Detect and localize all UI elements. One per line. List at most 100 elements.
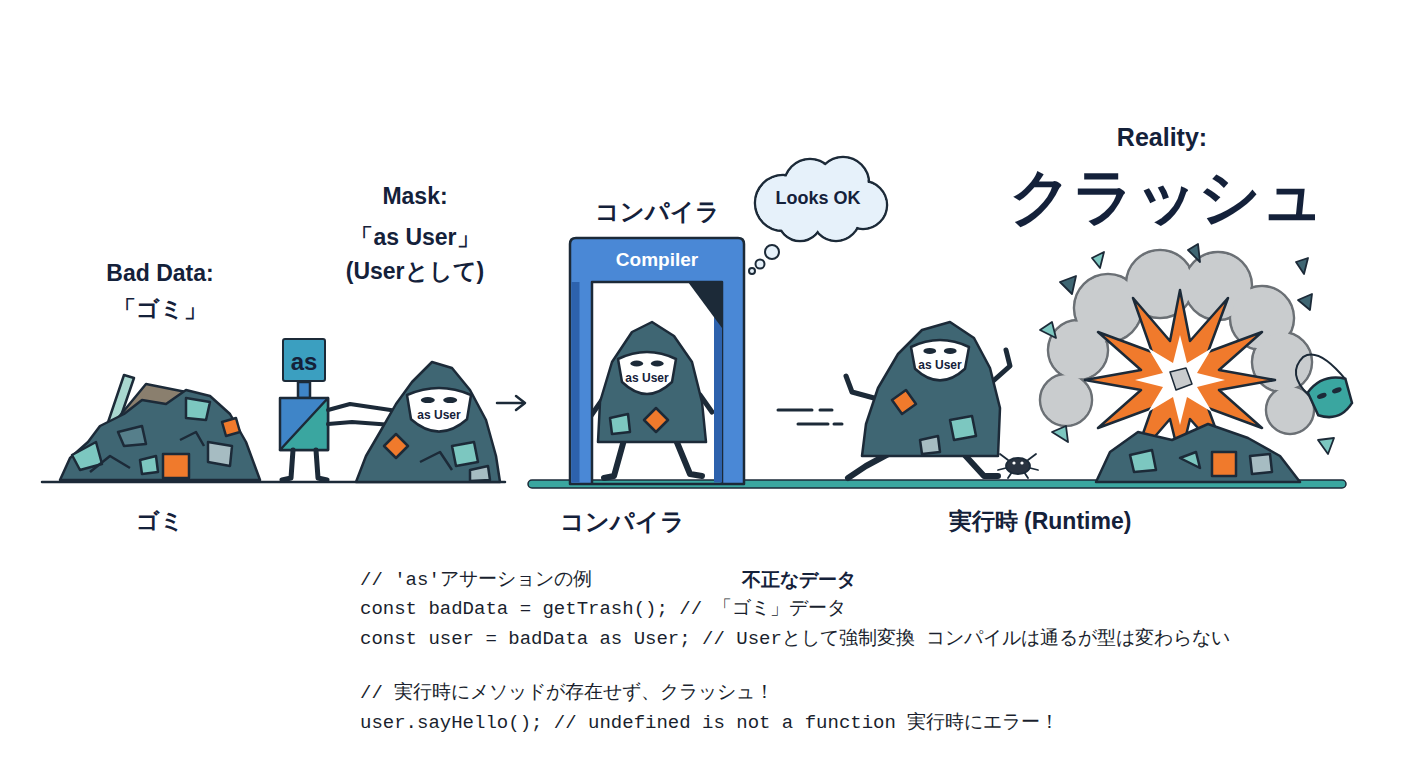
motion-lines	[798, 423, 828, 426]
flying-shards	[1298, 294, 1312, 310]
mask-label: as User	[417, 409, 460, 423]
mask-shape	[407, 388, 471, 432]
walking-heap	[644, 408, 668, 432]
bug-icon	[998, 454, 1038, 478]
flying-shards	[1318, 438, 1334, 454]
mask: as User	[908, 338, 972, 386]
rubble-heap	[1096, 424, 1300, 482]
thought-dots	[749, 268, 755, 274]
masked-heap	[356, 362, 500, 482]
big-heading: クラッシュ	[1009, 160, 1324, 234]
bug-icon	[1006, 458, 1030, 474]
garbage-heap	[163, 454, 189, 478]
bug-icon	[1028, 454, 1036, 460]
caption: ゴミ	[136, 508, 184, 536]
thought-dots	[765, 245, 779, 259]
smoke-cloud	[1042, 376, 1091, 425]
code-line: user.sayHello(); // undefined is not a f…	[360, 712, 1059, 735]
masked-heap	[384, 434, 408, 458]
gate-frame	[570, 238, 744, 484]
garbage-heap	[118, 426, 146, 446]
flying-shards	[1052, 426, 1068, 442]
as-box: as	[282, 338, 326, 382]
walking-heap	[610, 414, 630, 434]
as-character	[280, 398, 328, 450]
smoke-cloud	[1040, 374, 1092, 426]
code-line: const user = badData as User; // Userとして…	[360, 628, 1230, 651]
bug-icon	[1020, 461, 1023, 464]
motion-lines	[834, 423, 842, 426]
walking-heap	[588, 322, 712, 478]
garbage-heap	[180, 432, 204, 446]
running-heap	[846, 376, 874, 398]
mask-eye	[944, 348, 957, 354]
mask-eye	[630, 361, 643, 367]
mask-eye	[651, 361, 664, 367]
gate-shade	[572, 282, 580, 483]
motion-lines	[820, 409, 832, 412]
mask-shape	[618, 352, 676, 394]
fallen-mask	[1331, 386, 1342, 394]
bug-icon	[1012, 461, 1015, 464]
running-heap	[920, 436, 940, 454]
running-heap	[950, 416, 976, 440]
mask-eye	[421, 397, 435, 403]
running-heap	[892, 390, 916, 414]
thought-bubble: Looks OK	[748, 153, 888, 243]
flying-shards	[1092, 252, 1104, 268]
rubble-heap	[1212, 452, 1236, 476]
heading: 「ゴミ」	[113, 296, 207, 324]
bug-icon	[1030, 468, 1038, 470]
as-character	[298, 382, 310, 398]
flow-arrow	[497, 402, 524, 405]
flying-shards	[1296, 258, 1308, 274]
mask: as User	[404, 386, 474, 438]
walking-heap	[676, 440, 702, 476]
heading: Reality:	[1117, 122, 1207, 152]
thought-dots	[749, 245, 779, 274]
garbage-heap	[60, 375, 260, 480]
mask-eye	[443, 397, 457, 403]
mask: as User	[615, 350, 679, 400]
explosion-burst	[1135, 335, 1225, 425]
cloud-outline	[755, 157, 887, 241]
explosion-burst	[1170, 368, 1192, 390]
flow-arrow	[497, 396, 525, 410]
compiler-gate: コンパイラCompileras User	[570, 238, 744, 484]
thought-dots	[756, 260, 765, 269]
bug-icon	[998, 468, 1006, 470]
as-character	[282, 450, 293, 480]
garbage-heap	[140, 456, 158, 474]
gate-sign: Compiler	[616, 249, 698, 271]
caption: 実行時 (Runtime)	[949, 508, 1132, 536]
heading: 「as User」	[350, 224, 479, 252]
mask-label: as User	[918, 359, 961, 373]
note: 不正なデータ	[742, 569, 856, 592]
flow-arrow	[516, 396, 525, 410]
running-heap	[846, 322, 1010, 478]
code-line: // 実行時にメソッドが存在せず、クラッシュ！	[360, 682, 774, 705]
heading: Bad Data:	[106, 260, 213, 288]
caption: コンパイラ	[560, 508, 685, 537]
motion-lines	[778, 410, 842, 424]
flying-shards	[1040, 244, 1334, 454]
as-character	[316, 450, 327, 480]
heading: Mask:	[382, 183, 447, 211]
bubble-label: Looks OK	[775, 188, 860, 209]
mask-label: as User	[625, 372, 668, 386]
running-heap	[862, 322, 1000, 456]
rubble-heap	[1180, 452, 1200, 468]
flying-shards	[1060, 276, 1076, 294]
mask-shape	[911, 340, 969, 380]
rubble-heap	[1250, 454, 1272, 474]
garbage-heap	[60, 390, 260, 480]
cloud-fill	[756, 158, 885, 239]
flying-shards	[1040, 322, 1056, 338]
walking-heap	[604, 440, 624, 478]
flying-shards	[1188, 244, 1200, 262]
as-character	[280, 398, 328, 450]
garbage-heap	[222, 418, 240, 436]
rubble-heap	[1130, 450, 1156, 472]
gate-heading: コンパイラ	[595, 198, 720, 226]
